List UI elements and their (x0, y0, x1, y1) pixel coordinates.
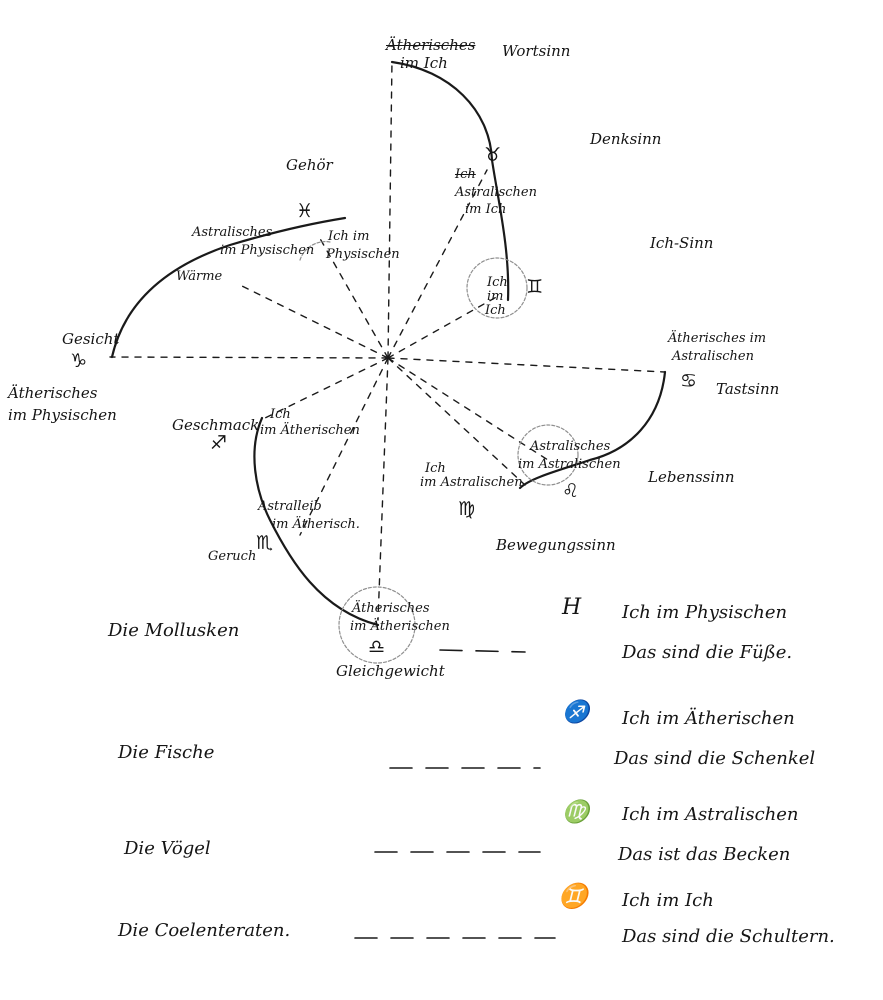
sense-lebenssinn: Lebenssinn (648, 468, 735, 486)
label-aeth-aeth-1: Ätherisches (352, 601, 430, 616)
label-ich-phys-2: Physischen (326, 247, 400, 262)
label-aeth-astr-2: Astralischen (672, 349, 754, 364)
class-voegel: Die Vögel (124, 838, 211, 859)
sense-gesicht: Gesicht (62, 330, 120, 348)
label-astr-phys-1: Astralisches (192, 225, 273, 240)
label-ich-ich-3: Ich (485, 303, 506, 318)
pisces-sign: ♓ (296, 200, 314, 222)
radial-dashed-lines (109, 59, 666, 621)
class-coelenteraten: Die Coelenteraten. (118, 920, 291, 941)
class-mollusken: Die Mollusken (108, 620, 240, 641)
sense-wortsinn: Wortsinn (502, 42, 571, 60)
scorpio-sign: ♏ (256, 532, 274, 554)
label-aeth-phys-1: Ätherisches (8, 384, 98, 402)
legend-line1-2: Ich im Ätherischen (622, 708, 795, 729)
virgo-sign: ♍ (458, 498, 476, 520)
sense-geruch: Geruch (208, 549, 257, 564)
legend-line2-1: Das sind die Füße. (622, 642, 793, 663)
capricorn-sign: ♑ (70, 350, 88, 372)
left-column-lines (354, 649, 556, 939)
label-astr-astr-1: Astralisches (530, 439, 611, 454)
legend-line2-4: Das sind die Schultern. (622, 926, 835, 947)
leo-sign: ♌ (562, 480, 580, 502)
label-ich-phys-1: Ich im (328, 229, 370, 244)
legend-line2-2: Das sind die Schenkel (614, 748, 816, 769)
top-label-line2: im Ich (400, 54, 448, 72)
label-ich-astr-2: im Astralischen (420, 475, 523, 490)
legend-sign-1: H (562, 595, 582, 620)
gemini-sign: ♊ (526, 276, 544, 298)
legend-sign-4: ♊ (558, 882, 588, 910)
label-ich-astr-1: Ich (425, 461, 446, 476)
label-aeth-astr-1: Ätherisches im (668, 331, 767, 346)
top-label-struck: Ätherisches (386, 36, 476, 54)
taurus-sign: ♉ (484, 144, 502, 166)
label-astr-ich-struck: Ich (455, 167, 476, 182)
label-astr-astr-2: im Astralischen (518, 457, 621, 472)
spiral-arms (110, 60, 667, 627)
sense-tastsinn: Tastsinn (716, 380, 780, 398)
sense-waerme: Wärme (176, 269, 223, 284)
label-ich-ich-1: Ich (487, 275, 508, 290)
libra-sign: ♎ (368, 636, 386, 658)
label-aeth-phys-2: im Physischen (8, 406, 117, 424)
sense-gehoer: Gehör (286, 156, 333, 174)
legend-sign-2: ♐ (562, 700, 590, 725)
sense-ich-sinn: Ich-Sinn (650, 234, 714, 252)
label-ich-aeth-2: im Ätherischen (260, 423, 360, 438)
legend-line1-1: Ich im Physischen (622, 602, 788, 623)
cancer-sign: ♋ (680, 370, 698, 392)
sagittarius-sign: ♐ (210, 432, 228, 454)
sense-gleichgewicht: Gleichgewicht (336, 662, 445, 680)
legend-line2-3: Das ist das Becken (618, 844, 791, 865)
label-ich-aeth-1: Ich (270, 407, 291, 422)
class-fische: Die Fische (118, 742, 215, 763)
label-astr-ich-2: im Ich (465, 202, 507, 217)
highlight-circles (299, 240, 579, 664)
label-astralleib-1: Astralleib (258, 499, 322, 514)
label-astr-ich-1: Astralischen (455, 185, 537, 200)
legend-line1-4: Ich im Ich (622, 890, 714, 911)
label-ich-ich-2: im (487, 289, 504, 304)
sense-geschmack: Geschmack (172, 416, 260, 434)
label-astralleib-2: im Ätherisch. (272, 517, 360, 532)
label-aeth-aeth-2: im Ätherischen (350, 619, 450, 634)
sense-bewegungssinn: Bewegungssinn (496, 536, 616, 554)
label-astr-phys-2: im Physischen (220, 243, 315, 258)
sense-denksinn: Denksinn (590, 130, 662, 148)
legend-line1-3: Ich im Astralischen (622, 804, 799, 825)
legend-sign-3: ♍ (562, 800, 590, 825)
